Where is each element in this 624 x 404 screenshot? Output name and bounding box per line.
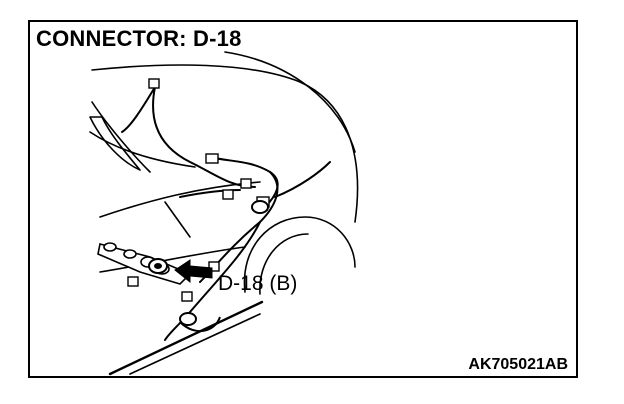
connector-clip xyxy=(205,153,219,164)
connector-clip xyxy=(127,276,139,287)
connector-clip xyxy=(240,178,252,189)
d-18-connector xyxy=(148,258,168,274)
callout-arrow xyxy=(174,259,213,284)
figure-id: AK705021AB xyxy=(468,356,568,373)
wiring-harness xyxy=(121,86,331,341)
connector-clip xyxy=(208,261,220,272)
car-body-outline xyxy=(89,51,359,376)
diagram-frame: CONNECTOR: D-18 xyxy=(28,20,578,378)
connector-callout-label: D-18 (B) xyxy=(218,272,297,295)
car-wiring-illustration: D-18 (B) xyxy=(89,51,359,376)
connector-clip xyxy=(181,291,193,302)
fender-connector xyxy=(179,200,269,332)
connector-clip xyxy=(148,78,160,89)
connector-clip xyxy=(222,189,234,200)
page-title: CONNECTOR: D-18 xyxy=(36,26,242,51)
mounting-bracket xyxy=(97,242,192,285)
